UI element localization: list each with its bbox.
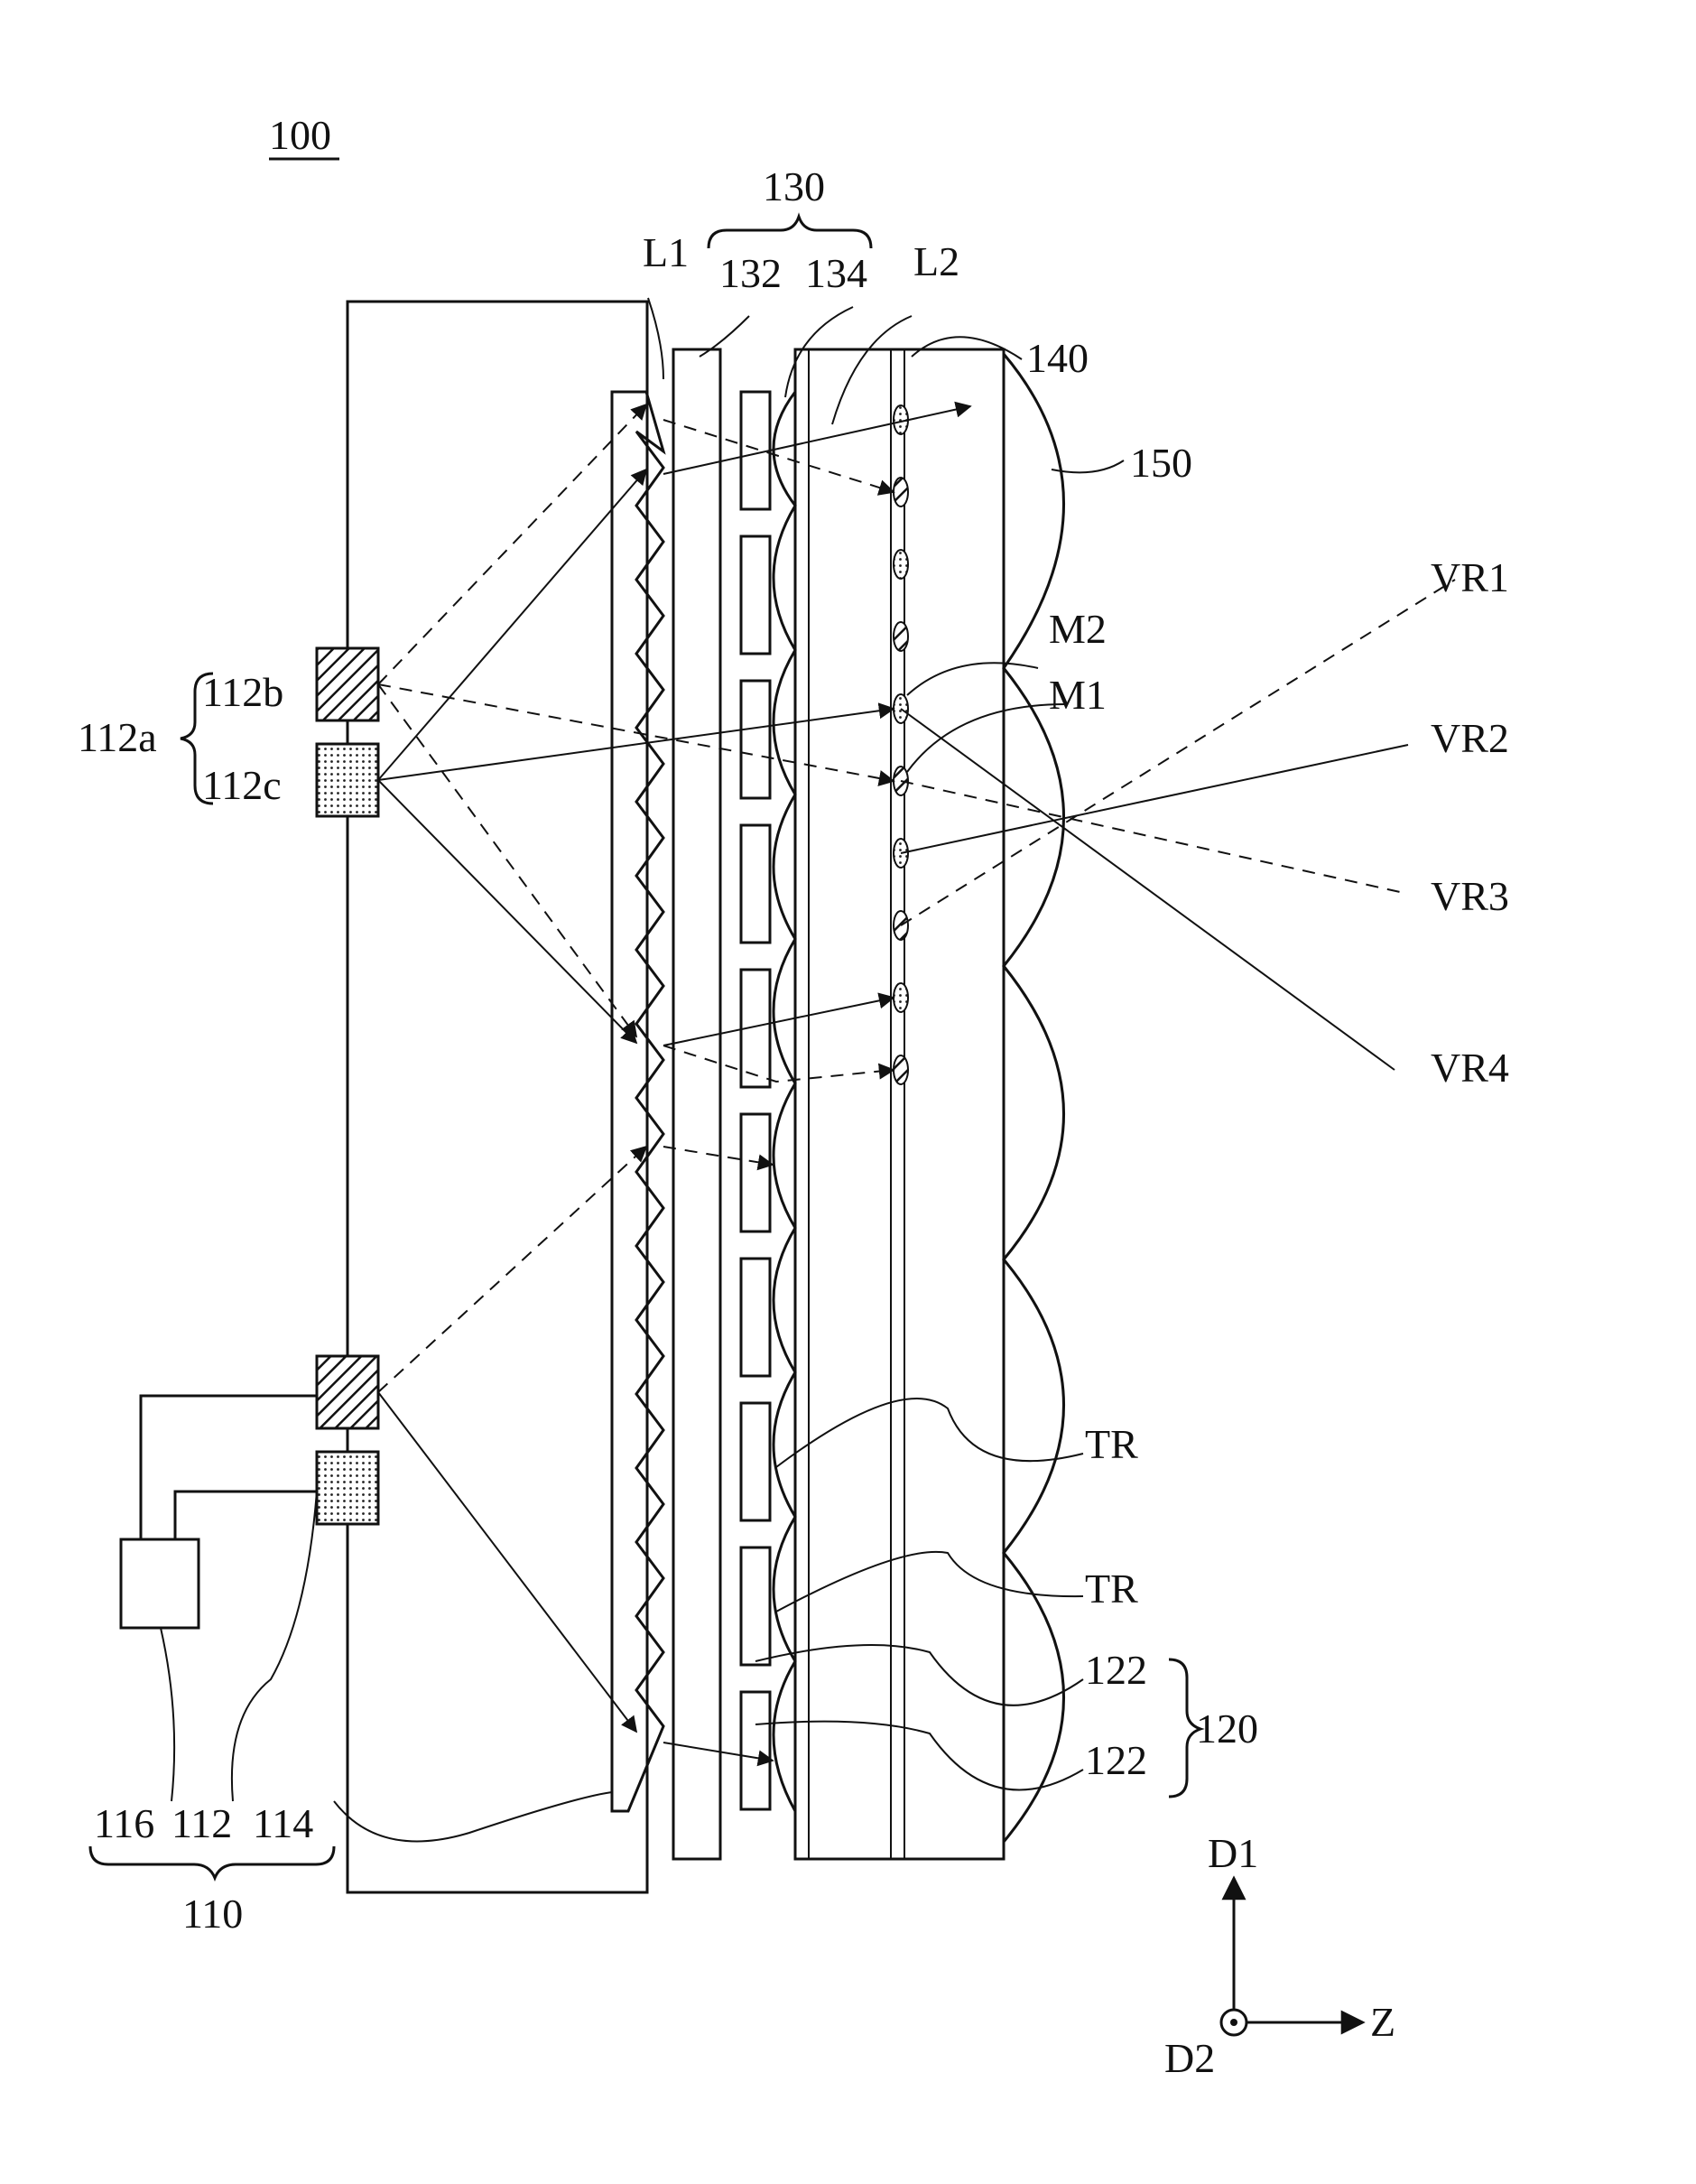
label-L1: L1 xyxy=(643,229,689,275)
microlens-array-left xyxy=(774,392,795,1811)
label-134: 134 xyxy=(805,250,867,296)
label-TR-upper: TR xyxy=(1085,1421,1138,1467)
light-source-lower-dotted xyxy=(317,1452,378,1524)
light-source-112b xyxy=(317,648,378,720)
label-116: 116 xyxy=(94,1800,154,1846)
label-112c: 112c xyxy=(202,762,282,808)
label-VR4: VR4 xyxy=(1431,1045,1509,1091)
light-source-housing xyxy=(348,302,647,1892)
prism-sheet-114 xyxy=(612,392,663,1811)
control-wire-1 xyxy=(141,1396,317,1539)
brace-130 xyxy=(709,217,871,248)
label-110: 110 xyxy=(182,1891,243,1937)
label-112b: 112b xyxy=(202,669,283,715)
shutter-array-120 xyxy=(741,392,770,1809)
label-112a: 112a xyxy=(78,714,157,760)
label-130: 130 xyxy=(763,163,825,209)
label-132: 132 xyxy=(719,250,782,296)
axis-label-D2: D2 xyxy=(1164,2035,1215,2081)
label-120: 120 xyxy=(1196,1705,1258,1752)
figure-number-label: 100 xyxy=(269,112,331,158)
viewing-rays xyxy=(901,580,1455,1070)
label-114: 114 xyxy=(253,1800,313,1846)
axis-label-D1: D1 xyxy=(1208,1830,1258,1876)
lenticular-lens-150 xyxy=(1004,354,1064,1842)
label-122-lower: 122 xyxy=(1085,1737,1147,1783)
label-M2: M2 xyxy=(1049,606,1107,652)
controller-116 xyxy=(121,1539,199,1628)
layer-132 xyxy=(673,349,720,1859)
label-150: 150 xyxy=(1130,440,1192,486)
light-source-lower-hatched xyxy=(317,1356,378,1428)
light-source-112c xyxy=(317,744,378,816)
label-122-upper: 122 xyxy=(1085,1647,1147,1693)
control-wire-2 xyxy=(175,1492,317,1539)
label-140: 140 xyxy=(1026,335,1089,381)
label-L2: L2 xyxy=(913,238,959,284)
label-VR3: VR3 xyxy=(1431,873,1509,919)
axis-label-Z: Z xyxy=(1370,1999,1395,2045)
brace-110 xyxy=(90,1846,334,1878)
label-VR2: VR2 xyxy=(1431,715,1509,761)
label-TR-lower: TR xyxy=(1085,1566,1138,1612)
label-112: 112 xyxy=(171,1800,232,1846)
axis-indicator xyxy=(1221,1878,1363,2035)
label-M1: M1 xyxy=(1049,672,1107,718)
label-VR1: VR1 xyxy=(1431,554,1509,600)
pixel-array xyxy=(894,405,908,1084)
